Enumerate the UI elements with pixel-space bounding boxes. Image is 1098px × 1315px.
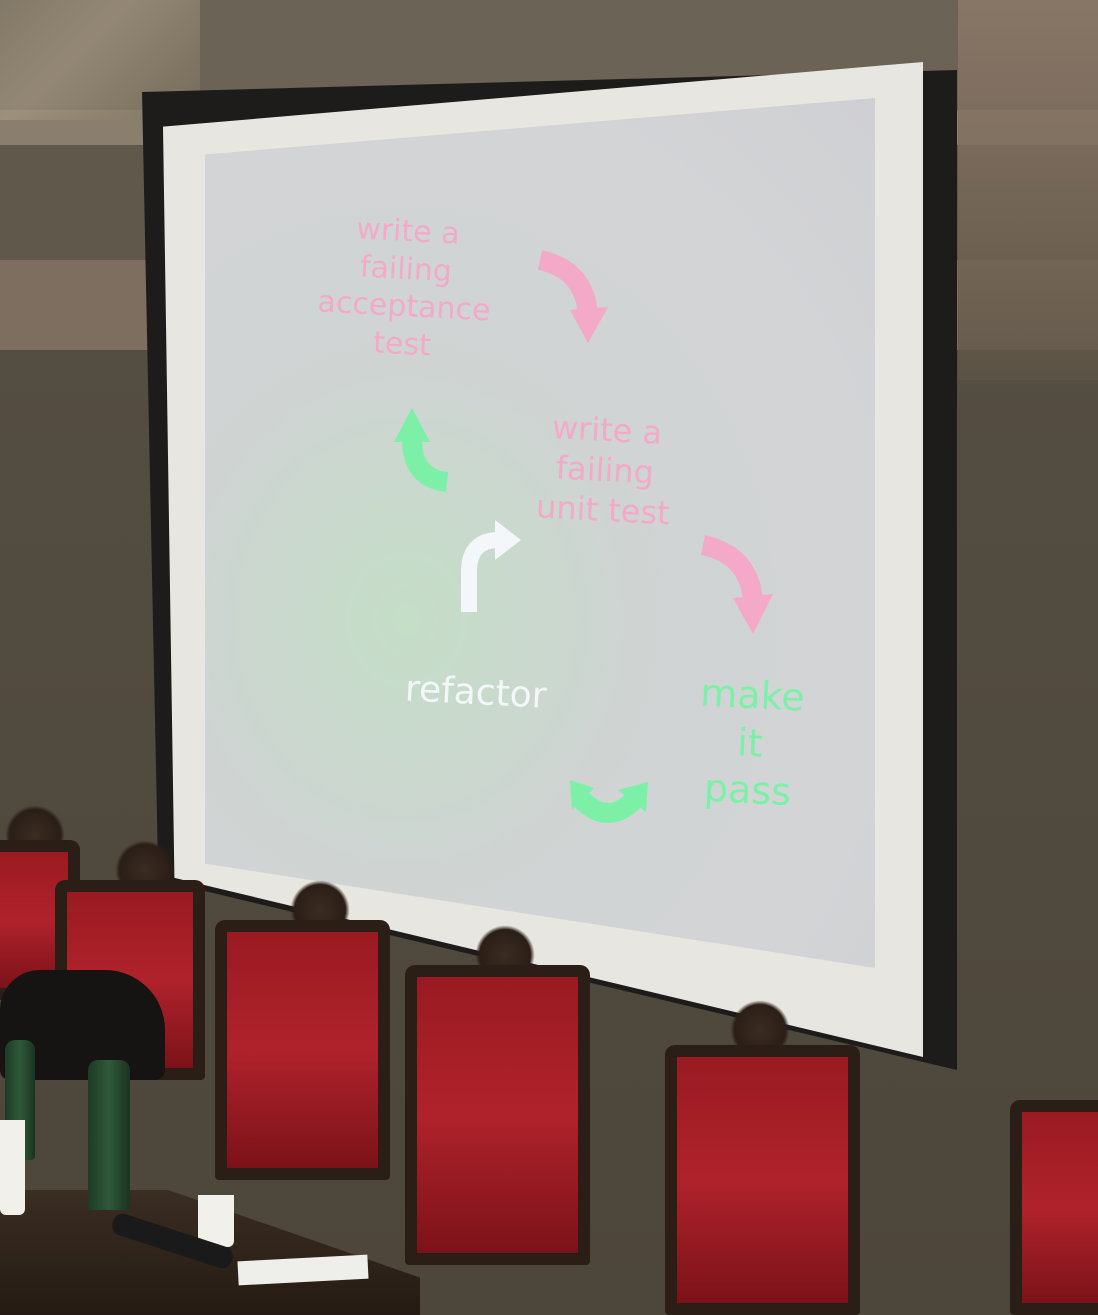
chair [1010,1100,1098,1315]
projected-slide [205,98,875,968]
chair [665,1045,860,1315]
chair [405,965,590,1265]
water-bottle [88,1060,130,1210]
chair-crest [730,1000,790,1050]
refactor-label: refactor [404,668,548,717]
white-arrow-up-icon [461,520,521,612]
plastic-cup [0,1120,25,1215]
green-arrow-bottom-icon [570,780,648,823]
green-arrow-up-icon [394,408,449,492]
fresco-right [958,0,1098,380]
chair [215,920,390,1180]
pink-arrow-down-icon-2 [700,535,773,634]
acceptance-test-label: write a failing acceptance test [316,211,492,363]
plastic-cup [198,1195,234,1247]
make-it-pass-label: make it pass [699,670,806,815]
unit-test-label: write a failing unit test [535,408,671,533]
pink-arrow-down-icon [537,250,608,343]
